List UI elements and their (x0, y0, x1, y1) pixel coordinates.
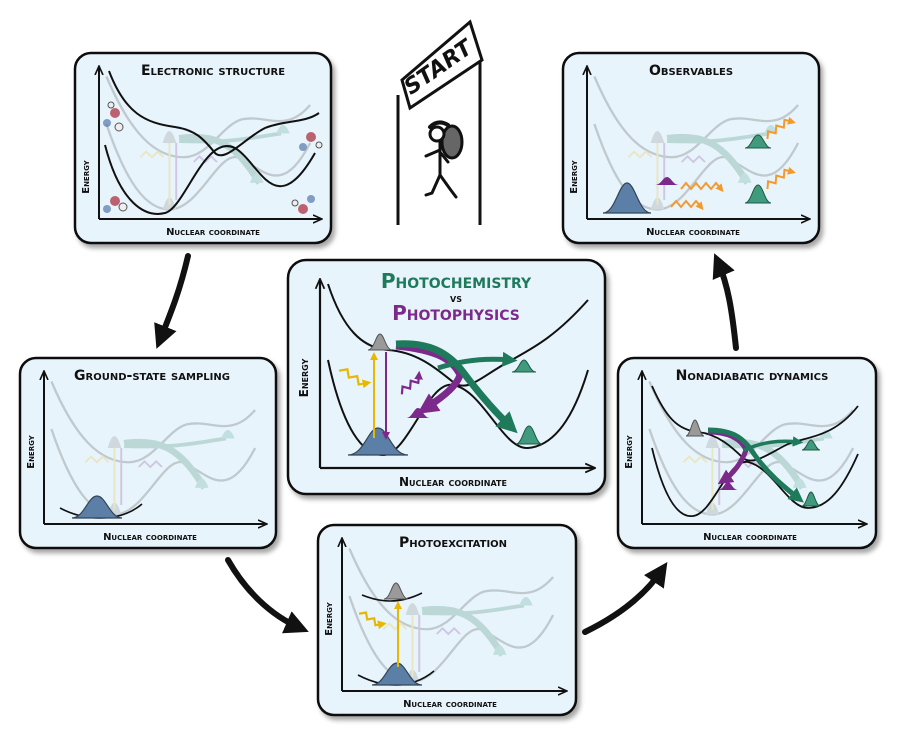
photophysics-path (395, 342, 464, 414)
panel-title: Observables (649, 63, 733, 79)
photon-yellow (358, 611, 387, 630)
photon-purple (400, 370, 423, 395)
x-axis-label: Nuclear coordinate (646, 227, 740, 238)
gaussian-ground (347, 427, 409, 456)
x-axis-label: Nuclear coordinate (703, 532, 797, 543)
panel-title: Electronic structure (141, 63, 285, 79)
panel-photoexcitation: Photoexcitation Energy Nuclear coordinat… (316, 523, 578, 717)
x-axis-label: Nuclear coordinate (403, 699, 497, 710)
y-axis-label: Energy (26, 434, 37, 468)
y-axis-label: Energy (81, 159, 92, 193)
gaussian-product-2 (744, 184, 772, 204)
gaussian-product-bottom (515, 425, 543, 445)
molecule-icon (103, 101, 323, 214)
gaussian-product-1 (744, 134, 772, 149)
panel-title: Ground-state sampling (74, 368, 230, 384)
x-axis-label: Nuclear coordinate (103, 532, 197, 543)
gaussian-ground (71, 495, 123, 519)
photochemistry-path-1 (395, 340, 518, 434)
arrow-sampling-to-photoexcitation (225, 557, 309, 634)
gaussian-product-top (511, 359, 537, 373)
panel-nonadiabatic-dynamics: Nonadiabatic dynamics Energy Nuclear coo… (616, 356, 878, 550)
arrow-photoexcitation-to-dynamics (582, 562, 668, 635)
photochemistry-path-2 (437, 351, 518, 371)
y-axis-label: Energy (624, 434, 635, 468)
gaussian-purple (655, 177, 679, 185)
emission-wave-1 (766, 116, 796, 140)
panel-ground-state-sampling: Ground-state sampling Energy Nuclear coo… (18, 356, 278, 550)
hiker-icon (424, 120, 464, 199)
photon-yellow (338, 368, 372, 389)
x-axis-label: Nuclear coordinate (166, 227, 260, 238)
title-vs: vs (450, 292, 462, 305)
title-photophysics: Photophysics (392, 301, 520, 325)
y-axis-label: Energy (324, 601, 335, 635)
emission-wave-2 (766, 166, 796, 190)
gaussian-ground (602, 182, 652, 214)
panel-electronic-structure: Electronic structure Energy Nuclear coor… (73, 51, 333, 245)
panel-title: Nonadiabatic dynamics (676, 368, 829, 384)
panel-observables: Observables Energy Nuclear coordinate (561, 51, 821, 245)
title-photochemistry: Photochemistry (381, 269, 532, 293)
emission-wave-3 (680, 181, 724, 193)
x-axis-label: Nuclear coordinate (399, 475, 507, 489)
gaussian-franck-condon (383, 582, 409, 600)
flow-arrows (154, 253, 739, 635)
gaussian-franck-condon (367, 333, 393, 351)
panel-photochemistry-vs-photophysics: Photochemistry vs Photophysics Energy Nu… (286, 258, 607, 496)
panel-title: Photoexcitation (399, 535, 507, 551)
y-axis-label: Energy (569, 159, 580, 193)
y-axis-label: Energy (297, 358, 311, 397)
arrow-electronic-to-sampling (154, 253, 191, 349)
emission-wave-4 (670, 199, 704, 211)
arrow-dynamics-to-observables (712, 253, 739, 351)
